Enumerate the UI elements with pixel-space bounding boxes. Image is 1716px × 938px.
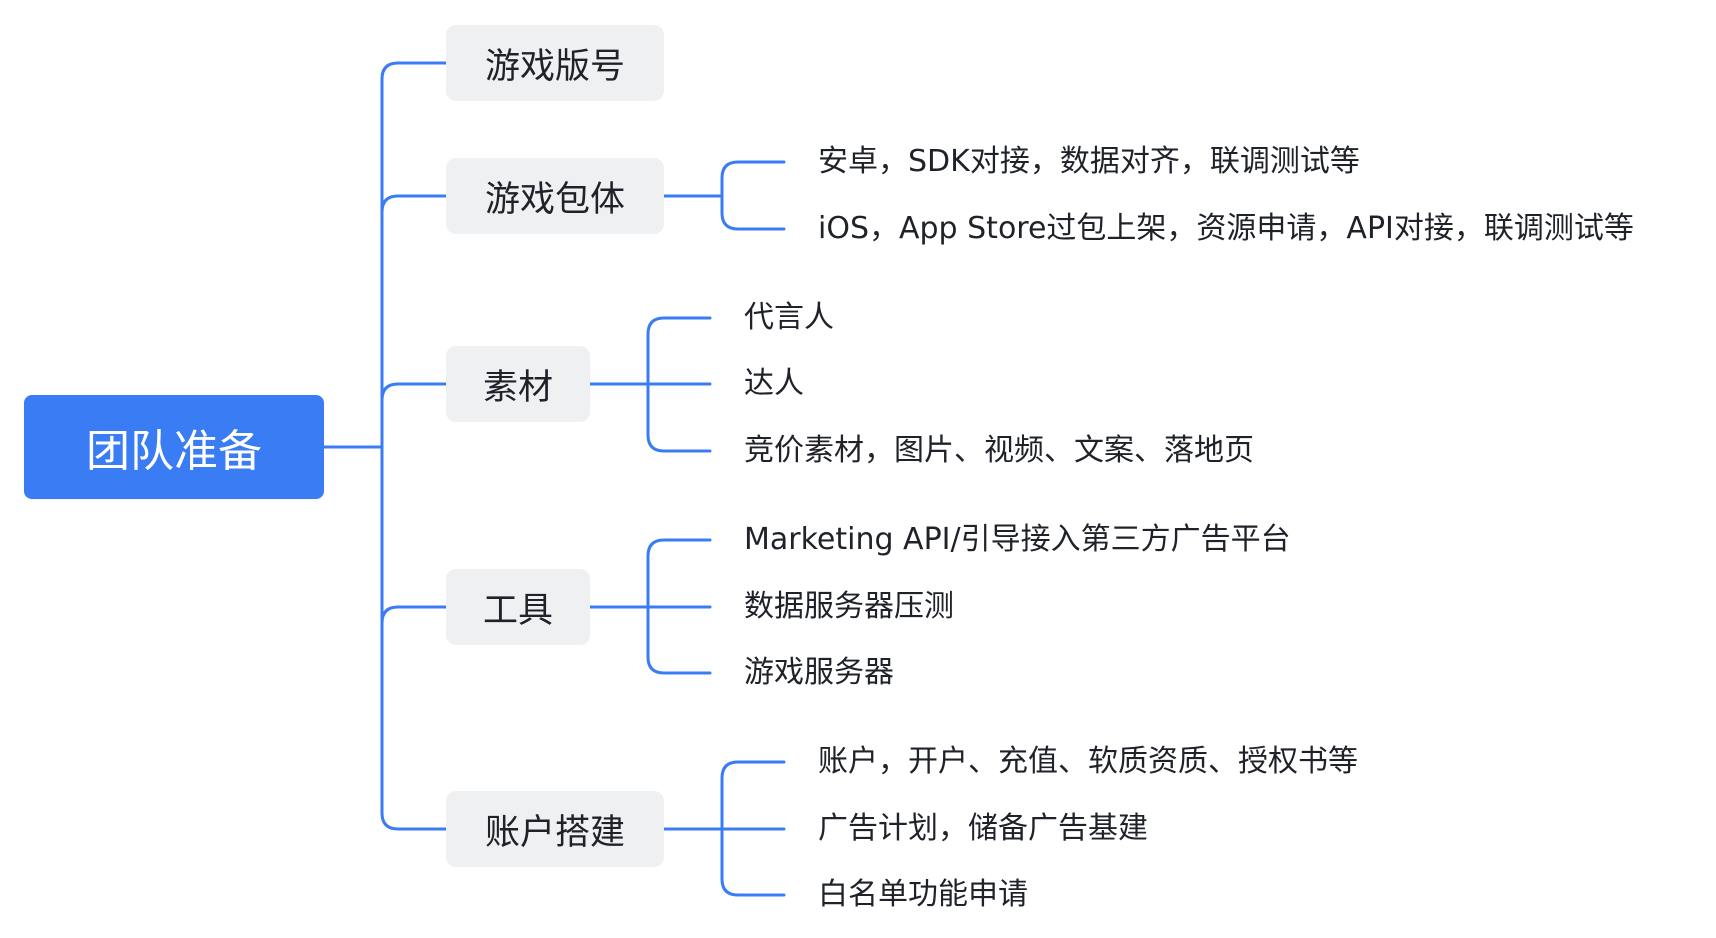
branch-stub-connector bbox=[380, 382, 448, 402]
leaf-android: 安卓，SDK对接，数据对齐，联调测试等 bbox=[818, 144, 1360, 179]
trunk-connector bbox=[380, 61, 448, 831]
branch-label: 游戏包体 bbox=[484, 179, 625, 220]
leaf-ad-plan: 广告计划，储备广告基建 bbox=[818, 811, 1148, 846]
root-node: 团队准备 bbox=[24, 395, 324, 499]
branch-stub-connector bbox=[380, 605, 448, 625]
branch-label: 游戏版号 bbox=[484, 46, 625, 87]
root-label: 团队准备 bbox=[86, 426, 262, 477]
leaf-account-opening: 账户，开户、充值、软质资质、授权书等 bbox=[818, 744, 1358, 779]
branch-node-materials: 素材 bbox=[446, 346, 590, 422]
leaf-spokesperson: 代言人 bbox=[744, 300, 834, 335]
subtree-spine-connector bbox=[720, 160, 786, 231]
leaf-ios: iOS，App Store过包上架，资源申请，API对接，联调测试等 bbox=[818, 211, 1634, 246]
leaf-stress-test: 数据服务器压测 bbox=[744, 589, 954, 624]
branch-node-account-setup: 账户搭建 bbox=[446, 791, 664, 867]
branch-label: 工具 bbox=[482, 590, 553, 631]
branch-label: 账户搭建 bbox=[484, 812, 625, 853]
branch-label: 素材 bbox=[482, 367, 553, 408]
leaf-whitelist: 白名单功能申请 bbox=[818, 877, 1028, 912]
branch-stub-connector bbox=[380, 194, 448, 214]
branch-node-game-license: 游戏版号 bbox=[446, 25, 664, 101]
leaf-marketing-api: Marketing API/引导接入第三方广告平台 bbox=[744, 522, 1291, 557]
leaf-bidding-materials: 竞价素材，图片、视频、文案、落地页 bbox=[744, 433, 1254, 468]
branch-node-tools: 工具 bbox=[446, 569, 590, 645]
leaf-game-server: 游戏服务器 bbox=[744, 655, 894, 690]
branch-node-game-package: 游戏包体 bbox=[446, 158, 664, 234]
leaf-influencer: 达人 bbox=[744, 366, 804, 401]
